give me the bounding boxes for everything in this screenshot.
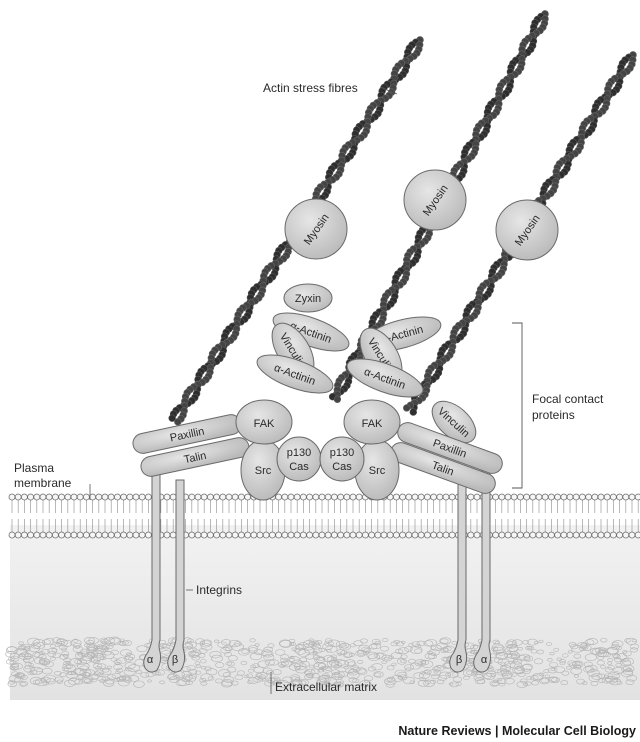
src-right-label: Src	[369, 465, 386, 477]
integrins-label: Integrins	[196, 583, 242, 597]
src-left-label: Src	[255, 465, 272, 477]
fak-left-label: FAK	[254, 418, 275, 430]
p130-cas-left-label-line2: Cas	[289, 461, 309, 473]
focal-contact-label-line2: proteins	[532, 408, 575, 422]
p130-cas-right-label-line2: Cas	[332, 461, 352, 473]
integrin-beta-left-label: β	[172, 654, 178, 666]
focal-contact-label-line1: Focal contact	[532, 392, 604, 406]
myosin-left: Myosin	[285, 199, 347, 259]
myosin-right: Myosin	[496, 200, 558, 260]
fak-right-label: FAK	[362, 418, 383, 430]
fak-right: FAK	[344, 400, 400, 444]
src-left: Src	[241, 440, 285, 500]
p130-cas-right-label-line1: p130	[330, 447, 354, 459]
focal-contact-bracket	[512, 323, 522, 488]
myosin-middle: Myosin	[404, 170, 466, 230]
integrin-beta-right-label: β	[456, 654, 462, 666]
p130-cas-right: p130 Cas	[320, 437, 364, 481]
plasma-membrane-label-line2: membrane	[14, 476, 72, 490]
plasma-membrane-label-line1: Plasma	[14, 461, 54, 475]
credit-line: Nature Reviews | Molecular Cell Biology	[398, 724, 636, 738]
actin-stress-fibres	[169, 11, 637, 426]
zyxin-label: Zyxin	[295, 293, 321, 305]
extracellular-matrix-label: Extracellular matrix	[275, 680, 377, 694]
integrin-alpha-right-label: α	[481, 654, 488, 666]
actin-stress-fibres-label: Actin stress fibres	[263, 81, 358, 95]
p130-cas-left: p130 Cas	[277, 437, 321, 481]
integrin-alpha-left-label: α	[147, 654, 154, 666]
fak-left: FAK	[236, 400, 292, 444]
zyxin: Zyxin	[284, 284, 332, 312]
p130-cas-left-label-line1: p130	[287, 447, 311, 459]
